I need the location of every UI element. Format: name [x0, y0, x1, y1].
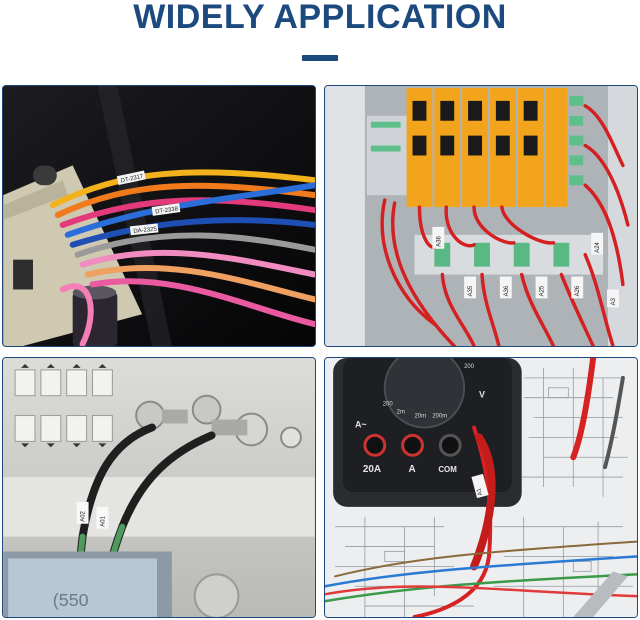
range-label-4: 200m: [432, 414, 447, 420]
electrical-cabinet-illustration: A36 A35 A36 A25 A26 A24 A3: [325, 86, 637, 346]
cable-label-a01: A01: [100, 515, 106, 526]
circuit-board-illustration: DT-2317 DT-2338 DA-2325: [3, 86, 315, 346]
wire-label-g: A3: [611, 297, 617, 305]
photo-electrical-cabinet: A36 A35 A36 A25 A26 A24 A3: [324, 85, 638, 347]
screen-readout: (550: [53, 590, 89, 610]
title-underline: [302, 55, 338, 61]
wire-label-3: DA-2325: [133, 227, 158, 235]
multimeter-illustration: 200 2m 20m 200m 200 V A~ 20A A COM: [325, 358, 637, 617]
mode-label-v: V: [479, 390, 485, 400]
wire-label-e: A26: [575, 285, 581, 296]
wire-label-a: A36: [436, 236, 442, 247]
wire-label-c: A36: [504, 285, 510, 296]
wire-label-b: A35: [468, 285, 474, 296]
probe-label: A1: [476, 487, 484, 496]
photo-multimeter-schematic: 200 2m 20m 200m 200 V A~ 20A A COM: [324, 357, 638, 618]
jack-label-20a: 20A: [363, 464, 381, 475]
mode-label-a: A~: [355, 419, 367, 429]
range-label-5: 200: [464, 364, 475, 370]
photo-circuit-board-wiring: DT-2317 DT-2338 DA-2325: [2, 85, 316, 347]
wire-label-2: DT-2338: [155, 206, 179, 215]
wire-label-f: A24: [595, 241, 601, 252]
page-title: WIDELY APPLICATION: [133, 0, 507, 36]
cable-label-a02: A02: [81, 511, 87, 522]
wire-label-d: A25: [540, 285, 546, 296]
range-label-2: 2m: [397, 410, 405, 416]
range-label-3: 20m: [415, 414, 427, 420]
jack-label-com: COM: [438, 465, 457, 474]
jack-label-a: A: [409, 464, 416, 475]
coaxial-instrument-illustration: A02 A01 (550: [3, 358, 315, 617]
photo-coaxial-instrument: A02 A01 (550: [2, 357, 316, 618]
wire-label-1: DT-2317: [120, 174, 144, 185]
range-label-1: 200: [383, 402, 394, 408]
